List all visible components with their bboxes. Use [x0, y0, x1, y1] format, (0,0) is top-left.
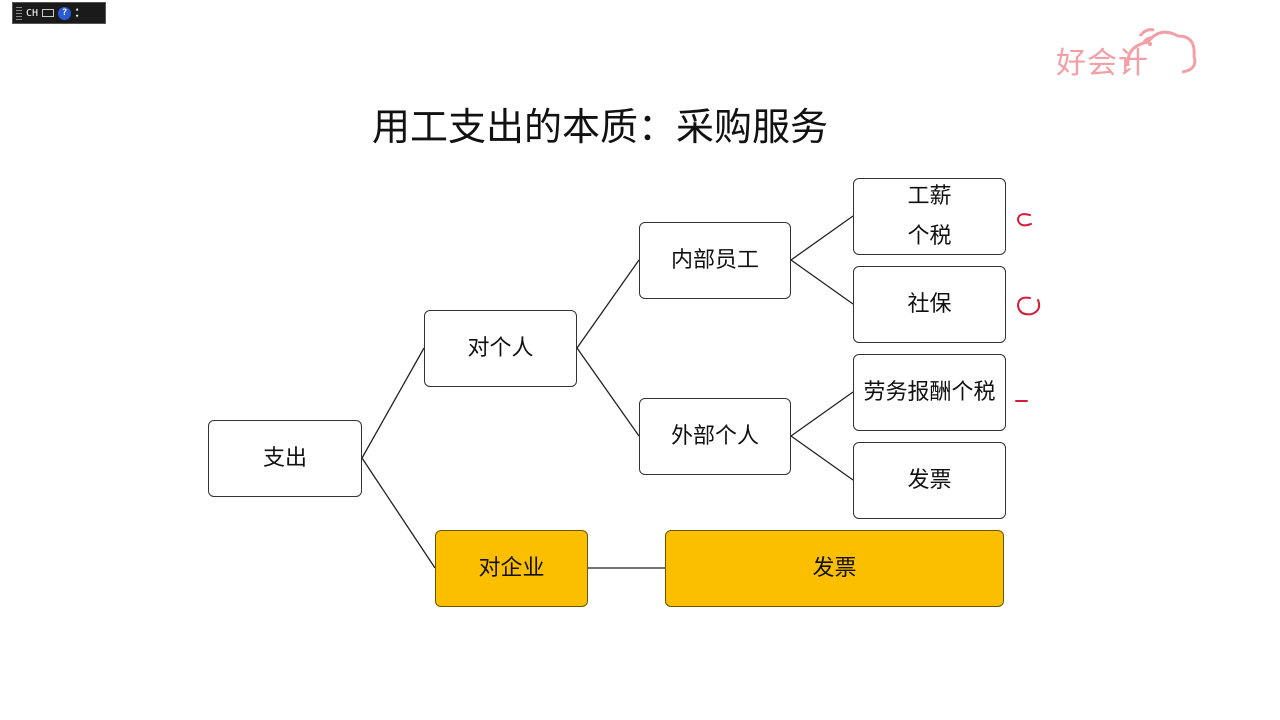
connector-individual-internal [576, 259, 640, 349]
node-invoice-external-label: 发票 [907, 467, 952, 493]
node-invoice-external: 发票 [853, 442, 1006, 519]
node-salary-tax: 工薪 个税 [853, 178, 1006, 255]
node-labor-tax-label: 劳务报酬个税 [863, 379, 996, 405]
node-invoice-enterprise: 发票 [665, 530, 1004, 607]
node-internal-employee-label: 内部员工 [670, 247, 759, 273]
grip-icon[interactable] [16, 6, 22, 20]
node-tax-label: 个税 [907, 223, 952, 249]
cloud-wifi-icon [1126, 28, 1197, 74]
node-to-individual-label: 对个人 [467, 335, 534, 361]
node-invoice-enterprise-label: 发票 [812, 555, 857, 581]
logo-text: 好会计 [1056, 46, 1149, 81]
node-internal-employee: 内部员工 [639, 222, 791, 299]
help-icon[interactable]: ? [58, 6, 72, 20]
connector-internal-social [790, 259, 854, 305]
annotation-mark-social [1016, 296, 1041, 316]
connector-root-enterprise [361, 457, 436, 569]
connector-external-invoice [790, 435, 854, 481]
node-labor-tax: 劳务报酬个税 [853, 354, 1006, 431]
connector-external-labor [790, 391, 854, 437]
language-indicator[interactable]: CH [26, 7, 39, 19]
node-expense: 支出 [208, 420, 362, 497]
expand-arrows-icon[interactable]: ▴▾ [75, 5, 80, 20]
ime-toolbar[interactable]: CH ? ▴▾ [12, 2, 106, 24]
node-to-enterprise-label: 对企业 [478, 555, 545, 581]
keyboard-icon[interactable] [42, 9, 55, 17]
connector-internal-salary [790, 215, 854, 261]
slide-title: 用工支出的本质：采购服务 [371, 105, 828, 149]
node-social-insurance: 社保 [853, 266, 1006, 343]
node-to-enterprise: 对企业 [435, 530, 588, 607]
node-social-insurance-label: 社保 [907, 291, 952, 317]
node-salary-label: 工薪 [907, 183, 952, 209]
node-to-individual: 对个人 [424, 310, 577, 387]
node-external-individual-label: 外部个人 [670, 423, 759, 449]
node-expense-label: 支出 [262, 445, 307, 471]
annotation-mark-salary [1016, 213, 1032, 227]
connector-individual-external [576, 347, 640, 437]
brand-logo: 好会计 [1056, 22, 1200, 81]
node-external-individual: 外部个人 [639, 398, 791, 475]
connector-root-individual [361, 347, 425, 459]
